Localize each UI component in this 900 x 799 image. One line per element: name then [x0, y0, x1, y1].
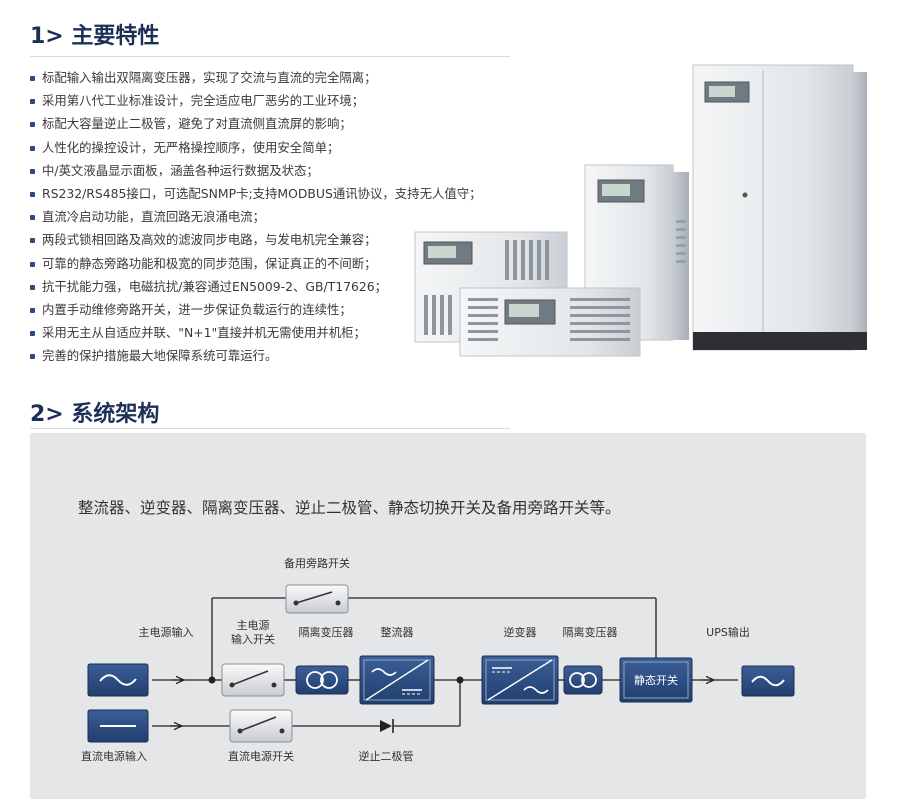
section-divider: [30, 428, 510, 429]
main-input-label: 主电源输入: [139, 625, 194, 639]
isolation-transformer-icon: [295, 665, 349, 695]
feature-item: 内置手动维修旁路开关，进一步保证负载运行的连续性；: [28, 298, 482, 321]
junction-dot: [208, 676, 216, 684]
static-switch-box: 静态开关: [619, 657, 693, 703]
feature-item: 直流冷启动功能，直流回路无浪涌电流；: [28, 205, 482, 228]
dc-switch-label: 直流电源开关: [228, 749, 294, 763]
isolation-transformer-icon: [563, 665, 603, 695]
main-switch-label-line1: 主电源: [237, 618, 270, 632]
ac-source-icon: [87, 663, 149, 697]
section-title-features: 1> 主要特性: [30, 24, 160, 49]
tall-cabinet: [692, 64, 867, 351]
feature-item: 抗干扰能力强，电磁抗扰/兼容通过EN5009-2、GB/T17626；: [28, 275, 482, 298]
architecture-panel: [30, 433, 866, 799]
feature-list: 标配输入输出双隔离变压器，实现了交流与直流的完全隔离； 采用第八代工业标准设计，…: [28, 66, 482, 368]
rectifier-icon: [359, 655, 435, 705]
feature-item: 可靠的静态旁路功能和极宽的同步范围，保证真正的不间断；: [28, 252, 482, 275]
ups-output-icon: [741, 665, 795, 697]
ups-output-label: UPS输出: [706, 625, 750, 639]
feature-item: 采用第八代工业标准设计，完全适应电厂恶劣的工业环境；: [28, 89, 482, 112]
main-input-switch-icon: [221, 663, 285, 697]
static-switch-label: 静态开关: [634, 673, 678, 687]
feature-item: 两段式锁相回路及高效的滤波同步电路，与发电机完全兼容；: [28, 228, 482, 251]
bypass-switch-icon: [285, 584, 349, 614]
ups-product-image: [414, 64, 867, 357]
main-switch-label-line2: 输入开关: [231, 632, 275, 646]
diode-label: 逆止二极管: [359, 749, 414, 763]
section-divider: [30, 56, 510, 57]
isolation-transformer-label: 隔离变压器: [563, 625, 618, 639]
section-title-architecture: 2> 系统架构: [30, 402, 160, 427]
feature-item: RS232/RS485接口，可选配SNMP卡;支持MODBUS通讯协议，支持无人…: [28, 182, 482, 205]
feature-item: 采用无主从自适应并联、"N+1"直接并机无需使用并机柜；: [28, 321, 482, 344]
junction-dot: [456, 676, 464, 684]
feature-item: 完善的保护措施最大地保障系统可靠运行。: [28, 344, 482, 367]
dc-source-icon: [87, 709, 149, 743]
architecture-description: 整流器、逆变器、隔离变压器、逆止二极管、静态切换开关及备用旁路开关等。: [78, 499, 621, 517]
diode-icon: [380, 719, 394, 733]
feature-item: 中/英文液晶显示面板，涵盖各种运行数据及状态；: [28, 159, 482, 182]
rectifier-label: 整流器: [381, 625, 414, 639]
dc-switch-icon: [229, 709, 293, 743]
feature-item: 人性化的操控设计，无严格操控顺序，使用安全简单；: [28, 136, 482, 159]
feature-item: 标配输入输出双隔离变压器，实现了交流与直流的完全隔离；: [28, 66, 482, 89]
bypass-switch-label: 备用旁路开关: [284, 556, 350, 570]
dc-input-label: 直流电源输入: [81, 749, 147, 763]
inverter-icon: [481, 655, 559, 705]
feature-item: 标配大容量逆止二极管，避免了对直流侧直流屏的影响；: [28, 112, 482, 135]
isolation-transformer-label: 隔离变压器: [299, 625, 354, 639]
rack-unit-lower: [459, 287, 641, 357]
system-diagram: 静态开关 备用旁路开关 主电源输入 主电源 输入开关 隔离变压器 整流器 逆变器…: [81, 556, 795, 763]
inverter-label: 逆变器: [504, 625, 537, 639]
